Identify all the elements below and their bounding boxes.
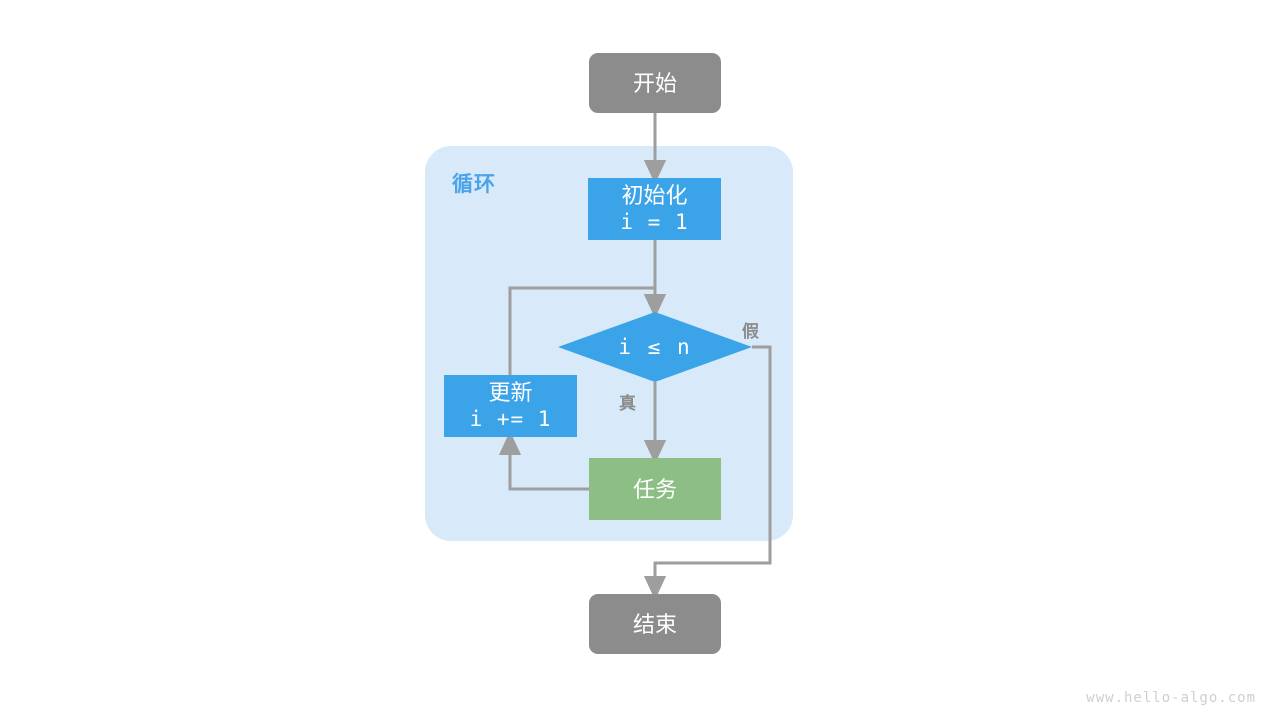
node-update-expression: i += 1 xyxy=(469,407,552,431)
node-initialize-expression: i = 1 xyxy=(620,210,689,234)
node-initialize-title: 初始化 xyxy=(621,183,688,208)
node-start[interactable]: 开始 xyxy=(589,53,721,113)
edge-label-true: 真 xyxy=(619,394,636,413)
node-task-label: 任务 xyxy=(632,476,677,502)
node-end-label: 结束 xyxy=(632,611,677,637)
node-start-label: 开始 xyxy=(632,70,677,96)
node-update-title: 更新 xyxy=(488,380,533,405)
edge-label-false: 假 xyxy=(742,322,759,341)
node-end[interactable]: 结束 xyxy=(589,594,721,654)
node-update[interactable]: 更新 i += 1 xyxy=(444,375,577,437)
node-task[interactable]: 任务 xyxy=(589,458,721,520)
node-initialize[interactable]: 初始化 i = 1 xyxy=(588,178,721,240)
watermark: www.hello-algo.com xyxy=(1086,690,1256,706)
loop-container-label: 循环 xyxy=(452,173,496,196)
node-condition[interactable]: i ≤ n xyxy=(558,312,752,382)
node-condition-label: i ≤ n xyxy=(618,335,692,359)
